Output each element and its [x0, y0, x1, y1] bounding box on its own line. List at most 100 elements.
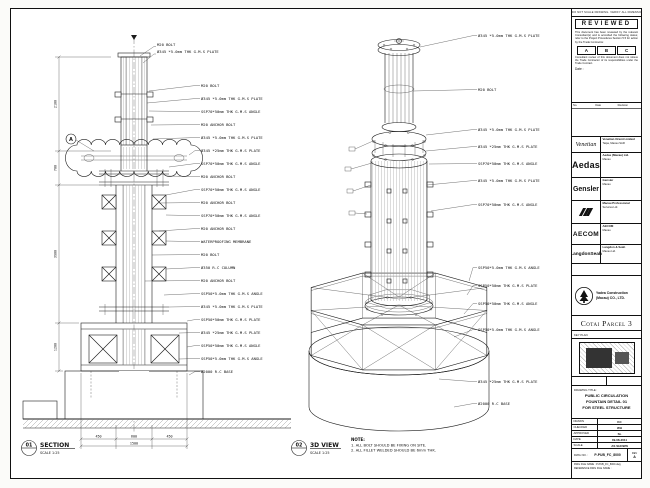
dimension-text: 450: [95, 435, 101, 439]
consultant-address: Macau: [602, 182, 611, 186]
annotation-label: Ø345 *25mm THK G.M.S PLATE: [201, 330, 261, 335]
notes-title: NOTE:: [351, 437, 365, 442]
consultant-row-aedas: Aedas Aedas (Macau) Ltd. Macau: [572, 153, 641, 178]
consultant-row-langdonseah: LangdonSeah Langdon & Seah Macau Ltd.: [572, 245, 641, 264]
annotation-label: Ø345 *5.0mm THK G.M.S PLATE: [157, 49, 219, 54]
rev-label: REV: [631, 451, 638, 455]
annotation-label: M20 ANCHOR BOLT: [201, 278, 236, 283]
field-label-approved: APPROVED: [572, 431, 598, 436]
column-3d: [344, 38, 434, 316]
annotation-label: Ø2000 R.C BASE: [201, 369, 234, 374]
aecom-logo: AECOM: [572, 224, 601, 244]
view3d-leader-lines: [412, 35, 477, 408]
dwg-file-name: DWG FILE NAME : P-PUB_FC_8000.dwg: [574, 463, 621, 466]
annotation-label: M20 ANCHOR BOLT: [201, 200, 236, 205]
section-top-annotations: M20 BOLT Ø345 *5.0mm THK G.M.S PLATE: [139, 42, 219, 64]
revision-col-desc: Revision: [617, 104, 628, 107]
base-box: [80, 322, 188, 372]
consultant-row-mps: Macau Professional Services Ltd.: [572, 201, 641, 224]
revision-col-date: Date: [595, 104, 602, 107]
drawing-title-line: FOUNTAIN DETAIL 01: [585, 399, 628, 404]
annotation-label: SSP50*50mm THK G.M.S ANGLE: [201, 343, 261, 348]
consultant-row-aecom: AECOM AECOM Macau: [572, 224, 641, 245]
annotation-label: Ø345 *5.0mm THK G.M.S PLATE: [201, 135, 263, 140]
contractor-block: Yadea Construction (Macau) CO., LTD.: [572, 276, 641, 316]
reviewed-title: REVIEWED: [575, 19, 638, 29]
field-label-scale: SCALE: [572, 443, 598, 448]
keyplan-building-b: [614, 351, 629, 364]
keyplan-building-a: [585, 347, 612, 368]
annotation-label: Ø345 *5.0mm THK G.M.S PLATE: [201, 96, 263, 101]
status-option-c[interactable]: C: [617, 45, 637, 55]
keyplan-label: KEY PLAN: [572, 331, 641, 339]
view-number: 02: [296, 443, 303, 449]
revision-table: No. Date Revision: [572, 103, 641, 137]
view3d-title: 02 3D VIEW SCALE 1:25: [291, 440, 341, 456]
rev-value: A: [633, 454, 636, 459]
consultant-name: Venetian Orient Limited: [602, 137, 635, 141]
annotation-label: SSP70*50mm THK G.M.S ANGLE: [201, 161, 261, 166]
foundation: [22, 370, 291, 429]
annotation-label: SSP70*50mm THK G.M.S ANGLE: [201, 187, 261, 192]
mps-bars-icon: [578, 208, 594, 216]
annotation-label: SSP70*50mm THK G.M.S ANGLE: [201, 109, 261, 114]
project-name: Cotai Parcel 3: [572, 316, 641, 331]
venetian-logo: Venetian: [572, 137, 601, 152]
status-option-a[interactable]: A: [577, 45, 596, 55]
consultant-name: Gensler: [602, 178, 614, 182]
grid-flag-icon: [131, 35, 137, 40]
annotation-label: M20 BOLT: [201, 252, 220, 257]
annotation-label: SSP50*5.0mm THK G.M.S ANGLE: [201, 356, 263, 361]
consultant-name: Aedas (Macau) Ltd.: [602, 153, 630, 157]
langdonseah-logo: LangdonSeah: [572, 245, 602, 263]
annotation-label: Ø345 *25mm THK G.M.S PLATE: [478, 144, 538, 149]
dimension-text: 1200: [54, 343, 58, 351]
drawing-title-block: DRAWING TITLE : PUBLIC CIRCULATION FOUNT…: [572, 386, 641, 419]
field-value-checked: WH: [617, 425, 622, 430]
annotation-label: Ø2000 R.C BASE: [478, 401, 511, 406]
mid-column: [99, 185, 169, 323]
reviewed-stamp: REVIEWED This document has been reviewed…: [572, 17, 641, 103]
annotation-label: M20 BOLT: [201, 83, 220, 88]
annotation-label: Ø345 *25mm THK G.M.S PLATE: [201, 148, 261, 153]
annotation-label: SSP70*50mm THK G.M.S ANGLE: [478, 202, 538, 207]
field-label-drawn: DRAWN: [572, 419, 598, 424]
spare-box: [572, 264, 641, 276]
annotation-label: WATERPROOFING MEMBRANE: [201, 239, 252, 244]
consultant-address: Macau Ltd.: [602, 249, 616, 253]
sheet-frame: A M20 BOLT Ø345 *5.0mm THK G.M.S PLATE: [10, 8, 642, 479]
annotation-label: Ø345 *5.0mm THK G.M.S PLATE: [478, 178, 540, 183]
notes-block: NOTE: 1. ALL BOLT SHOULD BE FIXING ON SI…: [351, 437, 436, 453]
mps-logo: [572, 201, 601, 223]
status-options: A B C: [577, 45, 637, 55]
drawing-title-label: DRAWING TITLE :: [574, 387, 598, 392]
dimension-text: 2100: [54, 100, 58, 108]
annotation-label: Ø345 *5.0mm THK G.M.S PLATE: [201, 304, 263, 309]
consultant-name: AECOM: [602, 224, 614, 228]
keyplan-subcells: [572, 377, 641, 386]
annotation-label: M20 ANCHOR BOLT: [201, 174, 236, 179]
annotation-label: M20 ANCHOR BOLT: [201, 226, 236, 231]
drawing-canvas: A M20 BOLT Ø345 *5.0mm THK G.M.S PLATE: [21, 33, 540, 456]
mid-flanges: [371, 122, 427, 161]
keyplan-subcell-right: [607, 377, 641, 385]
consultant-row-venetian: Venetian Venetian Orient Limited Taipa, …: [572, 137, 641, 153]
annotation-label: SSP50*5.0mm THK G.M.S ANGLE: [201, 291, 263, 296]
section-drawing: A M20 BOLT Ø345 *5.0mm THK G.M.S PLATE: [21, 35, 291, 456]
weld-tags: [344, 140, 374, 216]
dwg-no-row: DWG NO. : P-PUB_FC_8000 REV A: [572, 449, 641, 462]
contractor-name-line1: Yadea Construction: [596, 290, 628, 295]
status-option-b[interactable]: B: [597, 45, 616, 55]
annotation-label: SSP70*50mm THK G.M.S ANGLE: [201, 213, 261, 218]
section-title: 01 SECTION SCALE 1:25: [21, 440, 75, 456]
field-value-date: 09-08-2011: [611, 437, 628, 442]
section-annotations: M20 BOLT Ø345 *5.0mm THK G.M.S PLATE SSP…: [201, 83, 263, 374]
field-value-scale: AS SHOWN: [611, 443, 628, 448]
consultant-name: Macau Professional: [602, 201, 630, 205]
reference-dwg-file: REFERENCE DWG FILE NAME :: [574, 466, 612, 470]
drawing-title-line: FOR STEEL STRUCTURE: [582, 405, 631, 410]
section-tag-label: A: [69, 137, 73, 143]
consultant-address: Macau: [602, 157, 611, 161]
field-value-drawn: KC: [617, 419, 622, 424]
